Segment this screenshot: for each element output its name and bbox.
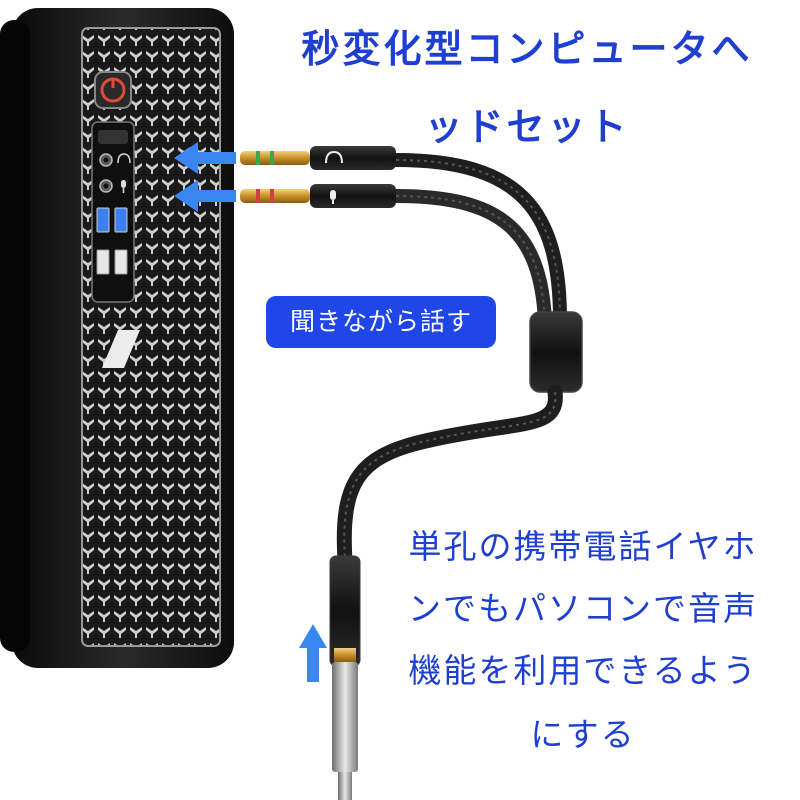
front-io-panel bbox=[91, 121, 135, 303]
splitter-cable bbox=[336, 153, 583, 568]
title-line-2: ッドセット bbox=[424, 104, 630, 149]
title-line-1: 秒変化型コンピュータへ bbox=[301, 26, 753, 71]
female-jack bbox=[329, 555, 361, 800]
headphone-plug bbox=[240, 146, 396, 170]
feature-badge: 聞きながら話す bbox=[266, 296, 496, 348]
headphone-icon bbox=[117, 153, 131, 164]
microphone-icon bbox=[121, 180, 126, 193]
case-logo bbox=[102, 330, 140, 368]
splitter-block bbox=[529, 311, 583, 393]
insert-arrow-headphone bbox=[174, 142, 236, 174]
description-line-3: 機能を利用できるよう bbox=[408, 651, 758, 690]
microphone-plug bbox=[240, 184, 396, 208]
insert-arrow-up bbox=[299, 624, 327, 682]
usb2-ports[interactable] bbox=[96, 249, 128, 275]
microphone-port[interactable] bbox=[99, 179, 113, 193]
description-line-2: ンでもパソコンで音声 bbox=[408, 589, 758, 628]
computer-tower bbox=[0, 8, 234, 668]
usb3-ports[interactable] bbox=[96, 207, 128, 233]
description-line-1: 単孔の携帯電話イヤホ bbox=[408, 527, 758, 566]
headphone-port[interactable] bbox=[99, 153, 113, 167]
power-icon[interactable] bbox=[94, 71, 132, 109]
description-line-4: にする bbox=[530, 715, 636, 754]
insert-arrow-microphone bbox=[174, 180, 236, 212]
